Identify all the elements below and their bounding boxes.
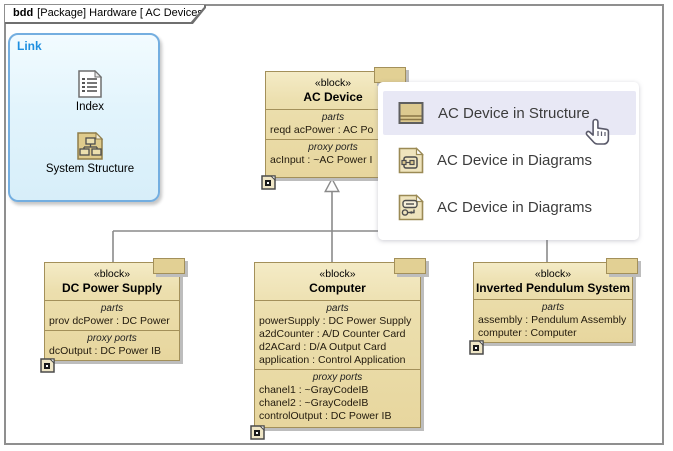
link-item-label: Index xyxy=(75,101,105,113)
attached-diagram-icon[interactable] xyxy=(250,423,267,440)
link-item-label: System Structure xyxy=(45,163,135,175)
proxy-ports-compartment-label: proxy ports xyxy=(87,333,137,344)
part-property: d2ACard : D/A Output Card xyxy=(259,341,387,353)
index-document-icon xyxy=(78,70,103,98)
block-computer[interactable]: «block» Computer parts powerSupply : DC … xyxy=(250,258,426,440)
parts-compartment-label: parts xyxy=(541,302,565,313)
block-structure-icon xyxy=(398,101,424,124)
menu-item-label: AC Device in Structure xyxy=(438,104,590,122)
proxy-port: acInput : ~AC Power I xyxy=(270,154,373,166)
menu-item-label: AC Device in Diagrams xyxy=(437,151,593,169)
link-item-system-structure[interactable]: System Structure xyxy=(22,132,158,175)
part-property: assembly : Pendulum Assembly xyxy=(478,314,627,326)
block-inverted-pendulum-system[interactable]: «block» Inverted Pendulum System parts a… xyxy=(469,258,638,355)
proxy-ports-compartment-label: proxy ports xyxy=(312,372,363,383)
diagram-title: bdd[Package] Hardware [ AC Devices] xyxy=(5,5,204,22)
link-panel-title: Link xyxy=(17,39,42,53)
proxy-port: controlOutput : DC Power IB xyxy=(259,410,392,422)
part-property: powerSupply : DC Power Supply xyxy=(259,315,412,327)
part-property: reqd acPower : AC Po xyxy=(270,124,374,136)
block-stereotype: «block» xyxy=(314,77,352,89)
diagram-kind-keyword: bdd xyxy=(13,7,34,19)
block-stereotype: «block» xyxy=(319,268,356,280)
part-property: computer : Computer xyxy=(478,327,577,339)
block-stereotype: «block» xyxy=(534,268,572,280)
menu-item-label: AC Device in Diagrams xyxy=(437,198,593,216)
block-name: DC Power Supply xyxy=(61,281,162,295)
block-dc-power-supply[interactable]: «block» DC Power Supply parts prov dcPow… xyxy=(40,258,185,373)
proxy-port: chanel1 : ~GrayCodeIB xyxy=(259,384,369,396)
proxy-port: chanel2 : ~GrayCodeIB xyxy=(259,397,369,409)
block-name: Inverted Pendulum System xyxy=(475,281,631,295)
attached-diagram-icon[interactable] xyxy=(469,338,486,355)
menu-item-ac-device-in-diagrams-activity[interactable]: AC Device in Diagrams xyxy=(383,185,636,229)
system-structure-icon xyxy=(77,132,104,160)
diagram-frame xyxy=(4,4,664,445)
part-property: a2dCounter : A/D Counter Card xyxy=(259,328,406,340)
block-name: Computer xyxy=(309,281,366,295)
menu-item-ac-device-in-diagrams-ibd[interactable]: AC Device in Diagrams xyxy=(383,138,636,182)
diagram-title-text: [Package] Hardware [ AC Devices] xyxy=(37,7,206,19)
proxy-port: dcOutput : DC Power IB xyxy=(49,345,162,357)
block-name: AC Device xyxy=(303,90,363,104)
attached-diagram-icon[interactable] xyxy=(40,356,57,373)
attached-diagram-icon[interactable] xyxy=(261,173,278,190)
activity-diagram-icon xyxy=(398,193,424,220)
link-panel: Link Index xyxy=(8,33,160,202)
hand-pointer-cursor xyxy=(585,118,610,145)
generalization-arrowhead xyxy=(324,177,340,193)
context-menu: AC Device in Structure AC Device in Diag… xyxy=(378,82,639,240)
part-property: application : Control Application xyxy=(259,354,406,366)
block-stereotype: «block» xyxy=(93,268,131,280)
parts-compartment-label: parts xyxy=(100,303,124,314)
diagram-frame-tab: bdd[Package] Hardware [ AC Devices] xyxy=(5,5,206,24)
parts-compartment-label: parts xyxy=(321,112,345,123)
internal-block-diagram-icon xyxy=(398,146,424,173)
link-item-index[interactable]: Index xyxy=(44,70,136,113)
parts-compartment-label: parts xyxy=(326,303,349,314)
proxy-ports-compartment-label: proxy ports xyxy=(308,142,358,153)
part-property: prov dcPower : DC Power xyxy=(49,315,170,327)
